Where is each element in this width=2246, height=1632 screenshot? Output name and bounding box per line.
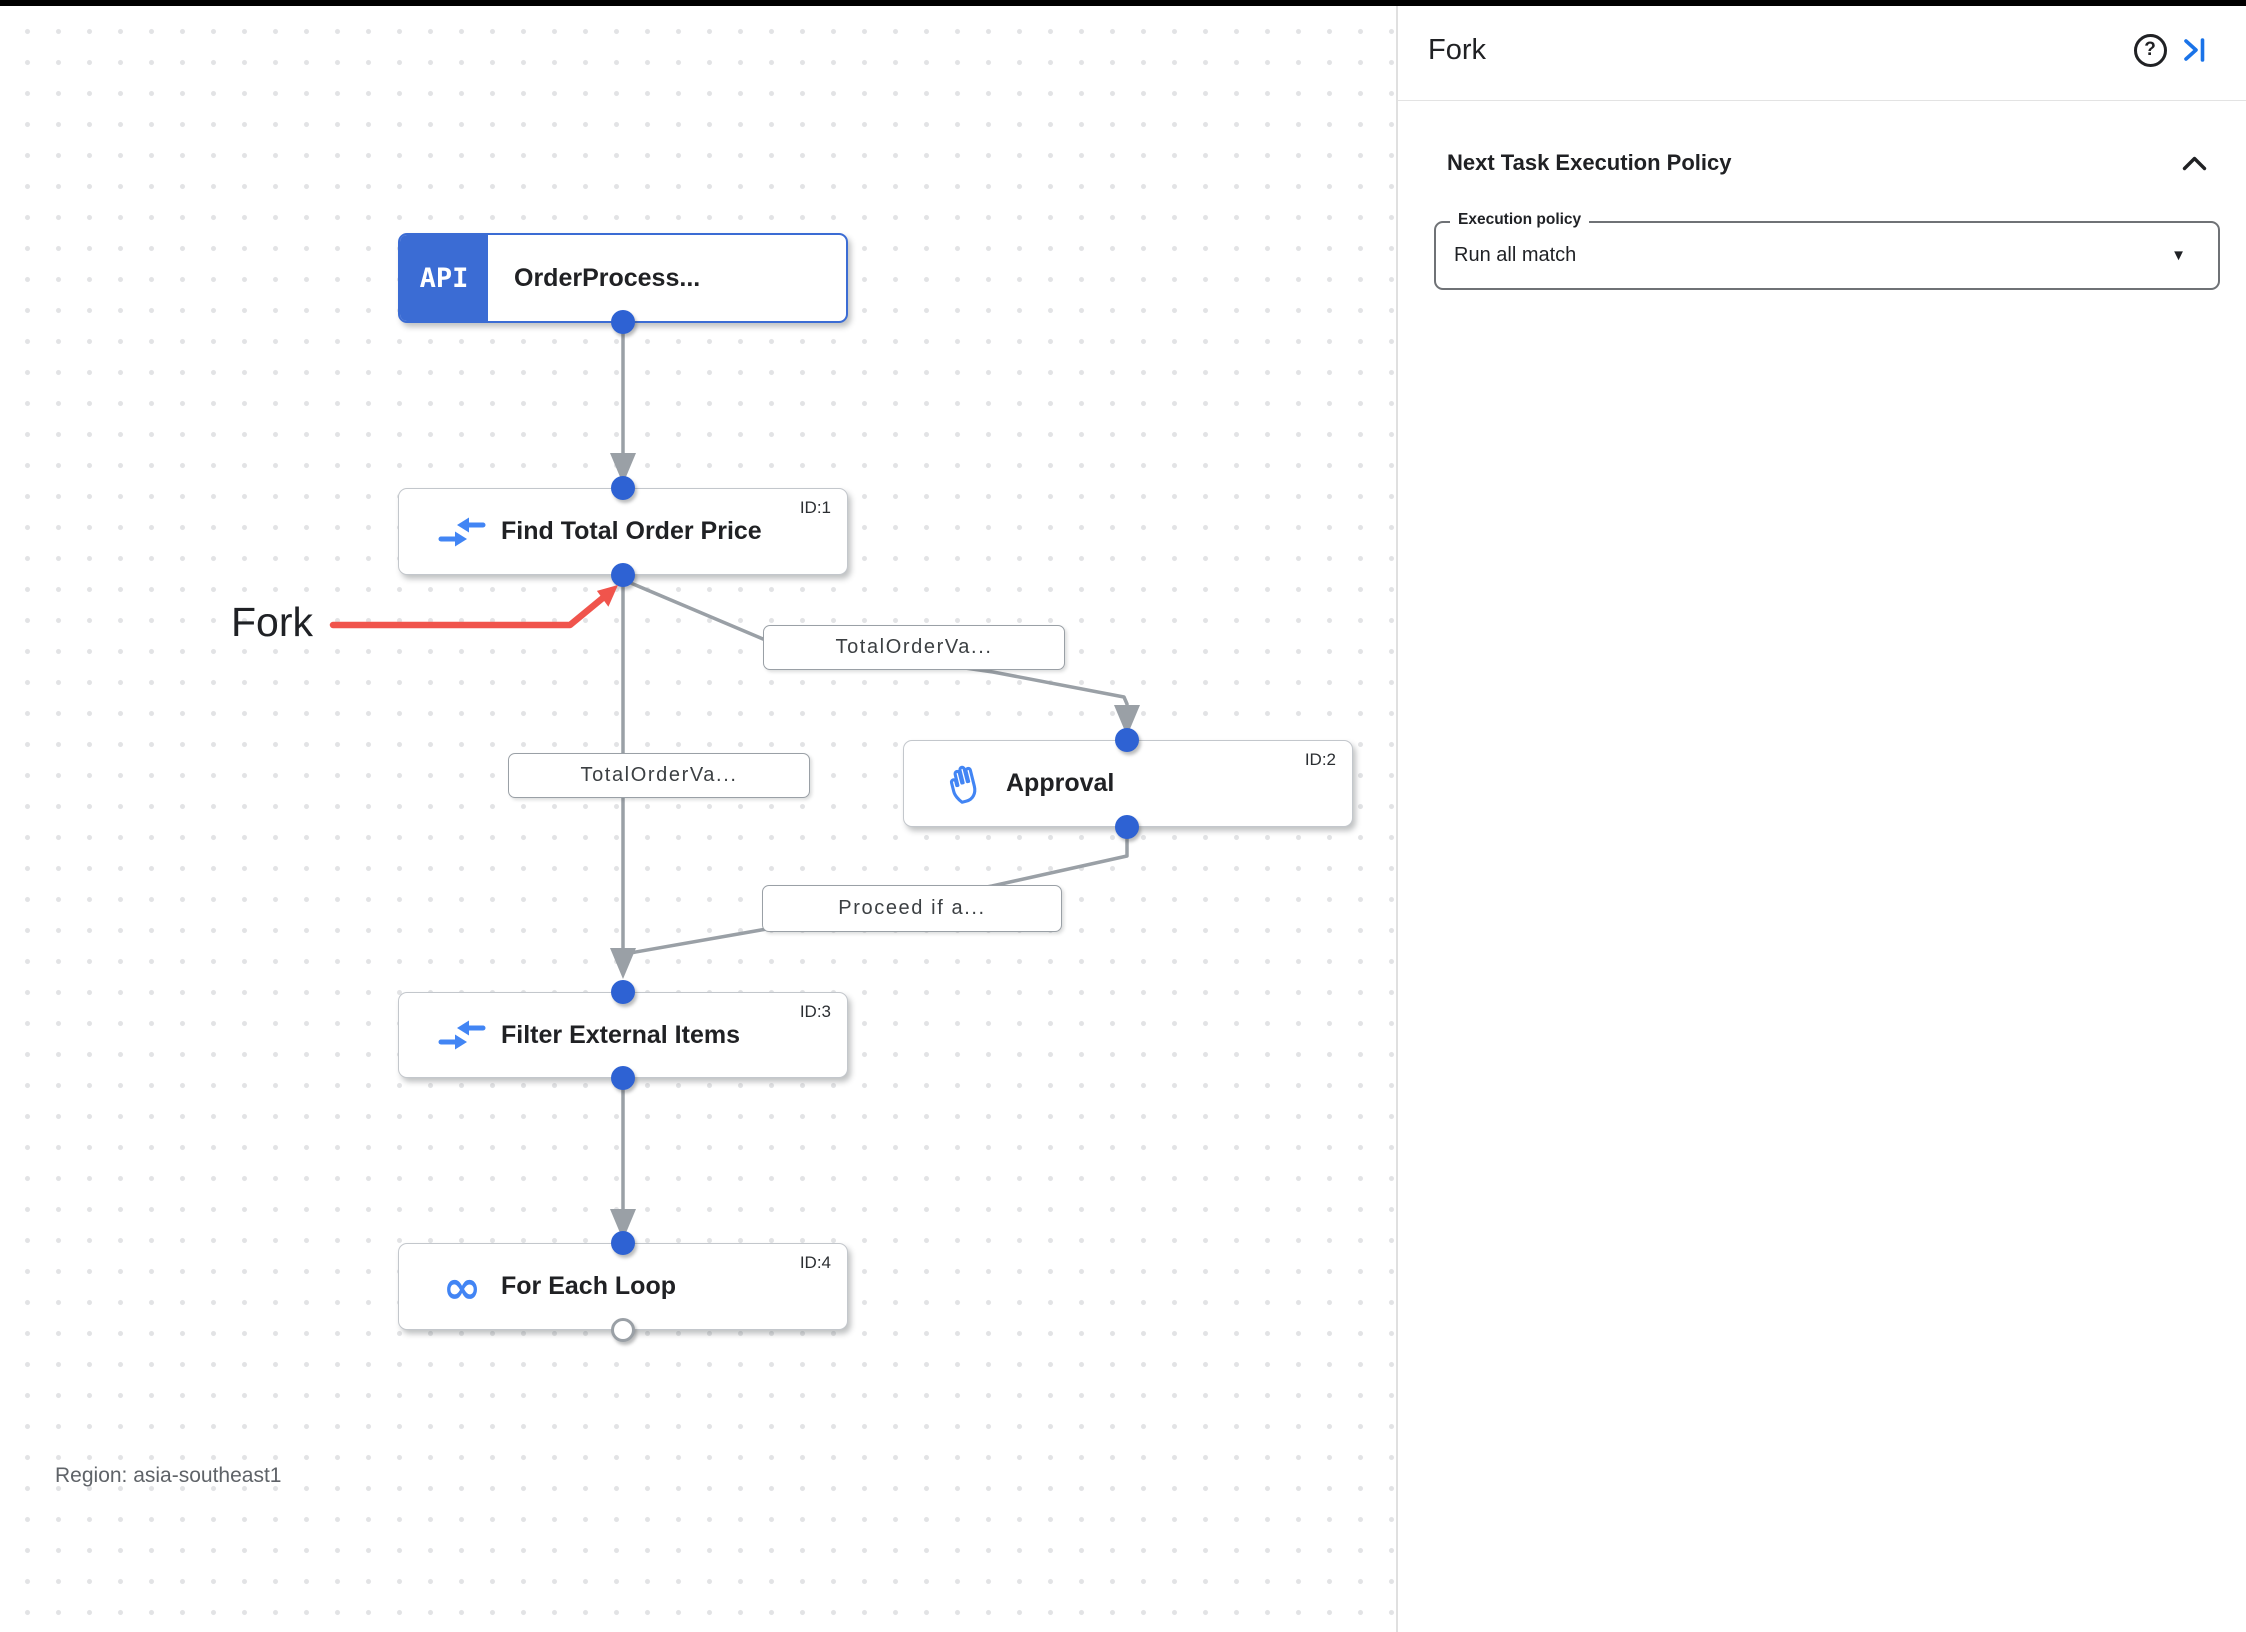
fork-annotation-label: Fork bbox=[231, 599, 313, 645]
port-trigger-out[interactable] bbox=[611, 310, 635, 334]
collapse-section-button[interactable] bbox=[2172, 141, 2216, 185]
node-title: Filter External Items bbox=[501, 1020, 740, 1049]
next-task-policy-section: Next Task Execution Policy Execution pol… bbox=[1398, 141, 2246, 290]
task-id-badge: ID:4 bbox=[799, 1253, 831, 1272]
help-button[interactable]: ? bbox=[2128, 28, 2172, 72]
window-top-edge bbox=[0, 0, 2246, 6]
task-config-panel: Fork ? Next Task Execution Policy Execut… bbox=[1398, 0, 2246, 1632]
help-icon: ? bbox=[2133, 33, 2167, 67]
edge-label-total-order-value-right[interactable]: TotalOrderVa... bbox=[763, 625, 1065, 670]
edge-label-total-order-value-left[interactable]: TotalOrderVa... bbox=[508, 753, 810, 798]
fork-annotation-arrow bbox=[329, 585, 618, 629]
port-task1-in[interactable] bbox=[611, 476, 635, 500]
task-id-badge: ID:3 bbox=[799, 1002, 831, 1021]
execution-policy-value: Run all match bbox=[1454, 244, 1577, 266]
dropdown-arrow-icon: ▼ bbox=[2171, 247, 2186, 264]
execution-policy-field-label: Execution policy bbox=[1450, 211, 1590, 229]
api-trigger-icon: API bbox=[400, 235, 488, 321]
port-approval-in[interactable] bbox=[1115, 728, 1139, 752]
port-approval-out[interactable] bbox=[1115, 815, 1139, 839]
region-label: Region: asia-southeast1 bbox=[55, 1464, 282, 1487]
port-task3-out[interactable] bbox=[611, 1066, 635, 1090]
node-title: Approval bbox=[1006, 769, 1115, 797]
node-approval[interactable]: ID:2 Approval bbox=[903, 740, 1353, 827]
node-order-process-trigger[interactable]: API OrderProcess... bbox=[398, 233, 848, 323]
node-filter-external-items[interactable]: ID:3 Filter External Items bbox=[398, 992, 848, 1078]
port-task3-in[interactable] bbox=[611, 980, 635, 1004]
node-for-each-loop[interactable]: ID:4 ∞ For Each Loop bbox=[398, 1243, 848, 1330]
panel-header: Fork ? bbox=[1398, 0, 2246, 101]
panel-title: Fork bbox=[1428, 33, 1486, 66]
task-id-badge: ID:2 bbox=[1304, 750, 1336, 769]
chevron-up-icon bbox=[2182, 156, 2206, 170]
execution-policy-select[interactable]: Execution policy Run all match ▼ bbox=[1434, 211, 2220, 290]
node-title: OrderProcess... bbox=[514, 263, 701, 292]
edge-arrowheads bbox=[610, 453, 1140, 1240]
edge-task1-to-approval bbox=[624, 579, 1129, 710]
flow-canvas[interactable]: Fork API OrderProcess... ID:1 Find Total… bbox=[0, 0, 1396, 1632]
section-heading: Next Task Execution Policy bbox=[1447, 150, 1732, 175]
canvas-panel-divider bbox=[1396, 0, 1398, 1632]
collapse-panel-icon bbox=[2184, 38, 2205, 62]
collapse-panel-button[interactable] bbox=[2172, 28, 2216, 72]
approval-hand-icon bbox=[942, 762, 992, 806]
port-task4-out-empty[interactable] bbox=[611, 1318, 635, 1342]
port-task4-in[interactable] bbox=[611, 1231, 635, 1255]
node-title: For Each Loop bbox=[501, 1272, 676, 1300]
data-mapping-icon bbox=[437, 1017, 487, 1053]
task-id-badge: ID:1 bbox=[799, 498, 831, 517]
port-task1-out-fork[interactable] bbox=[611, 563, 635, 587]
data-mapping-icon bbox=[437, 514, 487, 550]
node-title: Find Total Order Price bbox=[501, 517, 762, 545]
edge-label-proceed-if-approved[interactable]: Proceed if a... bbox=[762, 885, 1062, 932]
node-find-total-order-price[interactable]: ID:1 Find Total Order Price bbox=[398, 488, 848, 575]
